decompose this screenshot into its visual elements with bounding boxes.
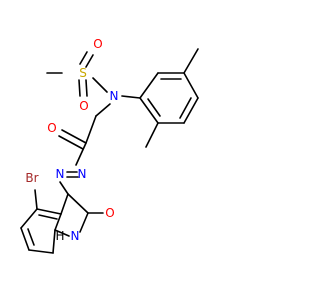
atom-oxygen-ring: O	[105, 206, 114, 220]
bond-nitrogen-aryl	[121, 95, 141, 99]
bond-benzo-2-inner	[38, 214, 58, 220]
bond-sulfur-oxygen-top-right	[85, 54, 94, 68]
bond-benzo-5	[28, 249, 54, 254]
bond-benzo-1	[54, 213, 62, 231]
atom-oxygen-sulfonyl-1: O	[93, 37, 102, 51]
bond-aryl-4-inner	[179, 97, 192, 119]
bond-benzo-4-inner	[27, 228, 35, 246]
bond-benzo-2	[36, 208, 62, 215]
bond-benzo-4	[20, 227, 30, 251]
bond-methyl-top	[183, 48, 199, 74]
bond-aryl-3	[183, 72, 199, 99]
bond-benzo-3	[20, 208, 38, 229]
bond-c2-n1	[79, 212, 89, 233]
atom-oxygen-sulfonyl-2: O	[79, 99, 88, 113]
bond-layer	[20, 48, 199, 254]
bond-carbonyl-oxygen-a	[61, 129, 87, 144]
bond-aryl-6-inner	[147, 98, 161, 117]
atom-layer: S O O N O N N Br O N H	[25, 37, 118, 243]
bond-nitrogen-ch2	[95, 103, 111, 117]
atom-bromine: Br	[25, 171, 38, 185]
bond-ch2-carbonyl	[85, 115, 97, 144]
atom-nitrogen-hydrazone-1: N	[78, 167, 87, 181]
bond-sulfur-oxygen-right	[85, 79, 88, 97]
bond-methyl-bottom	[145, 122, 159, 148]
bond-sulfur-oxygen-top-left	[79, 51, 88, 65]
bond-benzo-bromine	[34, 189, 38, 210]
bond-nitrogen-c3	[59, 181, 69, 195]
atom-oxygen-carbonyl: O	[47, 121, 56, 135]
atom-sulfur: S	[79, 66, 87, 80]
atom-nitrogen-hydrazone-2: N	[56, 167, 65, 181]
bond-benzo-6	[52, 229, 56, 254]
bond-carbonyl-nitrogen	[75, 142, 87, 166]
bond-c3-c3a	[60, 193, 69, 215]
bond-aryl-4	[183, 97, 199, 124]
bond-aryl-1	[139, 72, 159, 99]
bond-sulfur-oxygen-left	[78, 79, 81, 97]
bond-aryl-6	[139, 97, 159, 124]
bond-carbonyl-oxygen-b	[58, 135, 84, 150]
bond-n1-c7a	[54, 229, 70, 237]
bond-sulfur-nitrogen	[92, 77, 108, 93]
atom-hydrogen: H	[55, 229, 64, 243]
bond-c3-c2	[67, 193, 89, 214]
atom-nitrogen-ring: N	[71, 229, 80, 243]
atom-nitrogen-sulfonamide: N	[110, 89, 119, 103]
chemical-structure: S O O N O N N Br O N H	[20, 37, 199, 254]
structure-canvas: S O O N O N N Br O N H	[20, 37, 199, 254]
